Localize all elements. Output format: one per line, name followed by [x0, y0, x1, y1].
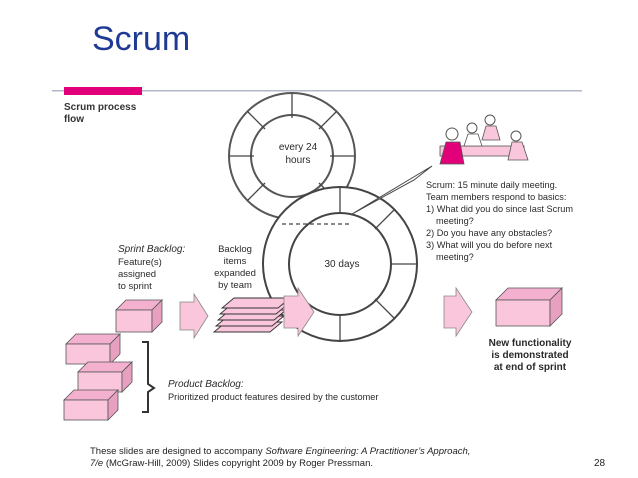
expanded-backlog-items-stack: [212, 297, 292, 333]
sprint-cycle-ring: [262, 186, 418, 342]
figure-badge: [64, 87, 142, 95]
footer-book-title: Software Engineering: A Practitioner’s A…: [265, 446, 471, 457]
footer-line2: (McGraw-Hill, 2009) Slides copyright 200…: [103, 458, 374, 469]
page-number: 28: [594, 458, 606, 469]
daily-cycle-label-line2: hours: [285, 155, 310, 166]
product-backlog-subtitle: Prioritized product features desired by …: [168, 392, 378, 402]
slide-title: Scrum: [92, 20, 191, 58]
figure-caption-line1: Scrum process: [64, 102, 137, 113]
meeting-callout-pointer: [351, 165, 433, 215]
meeting-text-line5: 2) Do you have any obstacles?: [426, 228, 552, 238]
daily-cycle-label-line1: every 24: [279, 142, 318, 153]
slide-footer: These slides are designed to accompany S…: [90, 446, 560, 470]
figure-top-rule: [52, 90, 582, 92]
scrum-process-flow-diagram: Scrum process flow every 24 hours 30: [52, 84, 582, 426]
new-functionality-line2: is demonstrated: [491, 350, 568, 361]
flow-arrow-3: [443, 286, 473, 338]
sprint-cycle-label: 30 days: [324, 259, 359, 270]
meeting-text-line3: 1) What did you do since last Scrum: [426, 204, 573, 214]
footer-edition: 7/e: [90, 458, 104, 469]
flow-arrow-1: [179, 292, 209, 340]
meeting-text-line4: meeting?: [436, 216, 474, 226]
new-functionality-line3: at end of sprint: [494, 362, 567, 373]
backlog-items-line1: Backlog: [218, 244, 252, 255]
backlog-items-line3: expanded: [214, 268, 256, 279]
sprint-backlog-line3: to sprint: [118, 281, 152, 292]
meeting-text-line7: meeting?: [436, 252, 474, 262]
new-functionality-line1: New functionality: [489, 338, 572, 349]
product-backlog-title: Product Backlog:: [168, 379, 244, 390]
meeting-text-line1: Scrum: 15 minute daily meeting.: [426, 180, 557, 190]
sprint-backlog-line1: Feature(s): [118, 257, 162, 268]
backlog-items-line4: by team: [218, 280, 252, 291]
figure-caption-line2: flow: [64, 114, 84, 125]
new-functionality-box: [495, 287, 563, 327]
product-backlog-boxes: [63, 333, 133, 421]
sprint-backlog-line2: assigned: [118, 269, 156, 280]
flow-arrow-2: [283, 286, 315, 338]
footer-line1-prefix: These slides are designed to accompany: [90, 446, 266, 457]
backlog-items-line2: items: [224, 256, 247, 267]
sprint-backlog-title: Sprint Backlog:: [118, 244, 185, 255]
meeting-text-line2: Team members respond to basics:: [426, 192, 566, 202]
meeting-text-line6: 3) What will you do before next: [426, 240, 553, 250]
sprint-backlog-box: [115, 299, 163, 333]
product-backlog-bracket: [142, 341, 156, 413]
team-meeting-illustration: [439, 114, 529, 165]
